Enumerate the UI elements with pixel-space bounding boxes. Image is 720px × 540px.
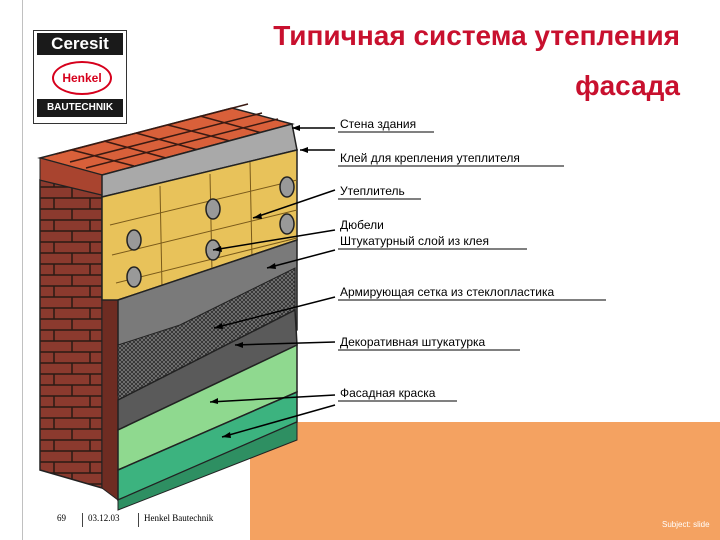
- brick-wall-side: [39, 179, 103, 489]
- footer-page-number: 69: [57, 513, 66, 523]
- logo-ceresit: Ceresit: [37, 33, 123, 55]
- page-title-line2: фасада: [575, 70, 680, 101]
- background-block: [250, 422, 720, 540]
- dowel: [205, 198, 221, 220]
- label-plaster: Штукатурный слой из клея: [340, 234, 489, 248]
- dowel: [279, 176, 295, 198]
- label-mesh: Армирующая сетка из стеклопластика: [340, 285, 555, 299]
- logo-bautechnik: BAUTECHNIK: [37, 99, 123, 117]
- label-underlines: [338, 131, 606, 402]
- leader-lines: [209, 127, 336, 438]
- label-wall: Стена здания: [340, 117, 417, 131]
- label-decorative: Декоративная штукатурка: [340, 335, 486, 349]
- page-title-line1: Типичная система утепления: [273, 20, 680, 51]
- footer-divider: [138, 513, 139, 527]
- left-strip: [0, 0, 23, 540]
- logo-henkel: Henkel: [52, 61, 112, 95]
- label-adhesive: Клей для крепления утеплителя: [340, 151, 520, 165]
- label-insulation: Утеплитель: [340, 184, 405, 198]
- mesh-layer: [117, 267, 296, 401]
- footer-divider: [82, 513, 83, 527]
- label-paint: Фасадная краска: [340, 386, 436, 400]
- footer-company: Henkel Bautechnik: [144, 513, 214, 523]
- footer-subject: Subject: slide: [662, 520, 710, 529]
- label-dowels: Дюбели: [340, 218, 384, 232]
- logo: Ceresit Henkel BAUTECHNIK: [33, 30, 127, 124]
- dowel: [126, 229, 142, 251]
- dowel: [126, 266, 142, 288]
- footer-date: 03.12.03: [88, 513, 120, 523]
- dowel: [279, 213, 295, 235]
